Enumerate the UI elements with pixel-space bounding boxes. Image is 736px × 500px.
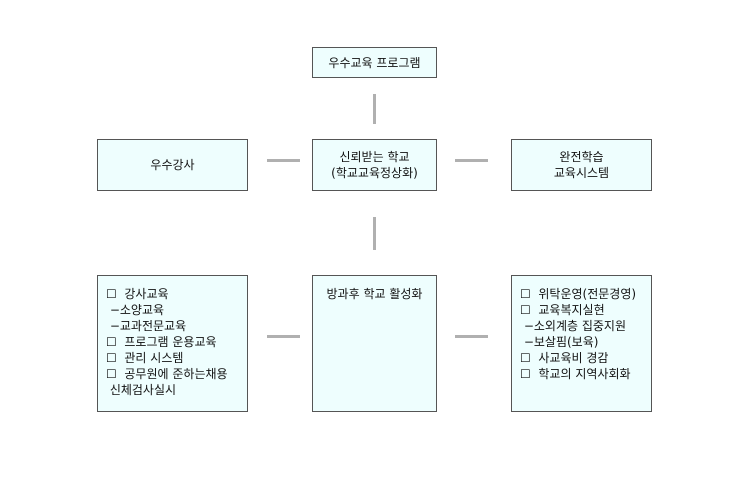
connector-top-center — [373, 94, 376, 124]
connector-middle-right — [455, 159, 488, 162]
bottom-right-box: ☐ 위탁운영(전문경영) ☐ 교육복지실현 −소외계층 집중지원 −보살핌(보육… — [511, 275, 652, 412]
middle-right-line1: 완전학습 — [559, 150, 604, 164]
bottom-center-label: 방과후 학교 활성화 — [326, 287, 423, 301]
middle-right-box: 완전학습 교육시스템 — [511, 139, 652, 191]
list-item: ☐ 위탁운영(전문경영) — [520, 287, 637, 301]
connector-bottom-right — [455, 335, 488, 338]
middle-right-line2: 교육시스템 — [553, 166, 610, 180]
list-item: ☐ 강사교육 — [106, 287, 169, 301]
list-item: ☐ 교육복지실현 — [520, 303, 605, 317]
bottom-center-box: 방과후 학교 활성화 — [312, 275, 437, 412]
middle-left-box: 우수강사 — [97, 139, 248, 191]
top-box: 우수교육 프로그램 — [312, 47, 437, 78]
connector-middle-left — [267, 159, 300, 162]
list-item: −소외계층 집중지원 — [520, 319, 627, 333]
list-item: ☐ 사교육비 경감 — [520, 351, 609, 365]
middle-center-line2: (학교교육정상화) — [331, 166, 418, 180]
bottom-left-box: ☐ 강사교육 −소양교육 −교과전문교육 ☐ 프로그램 운용교육 ☐ 관리 시스… — [97, 275, 248, 412]
list-item: ☐ 학교의 지역사회화 — [520, 367, 631, 381]
connector-center-bottom — [373, 217, 376, 250]
list-item: −교과전문교육 — [106, 319, 187, 333]
list-item: ☐ 프로그램 운용교육 — [106, 335, 217, 349]
middle-left-label: 우수강사 — [150, 158, 195, 172]
list-item: −보살핌(보육) — [520, 335, 599, 349]
top-box-label: 우수교육 프로그램 — [328, 55, 421, 70]
middle-center-line1: 신뢰받는 학교 — [339, 150, 410, 164]
list-item: ☐ 공무원에 준하는채용 — [106, 367, 228, 381]
list-item: 신체검사실시 — [106, 383, 177, 397]
middle-center-box: 신뢰받는 학교 (학교교육정상화) — [312, 139, 437, 191]
list-item: −소양교육 — [106, 303, 165, 317]
connector-bottom-left — [267, 335, 300, 338]
list-item: ☐ 관리 시스템 — [106, 351, 184, 365]
